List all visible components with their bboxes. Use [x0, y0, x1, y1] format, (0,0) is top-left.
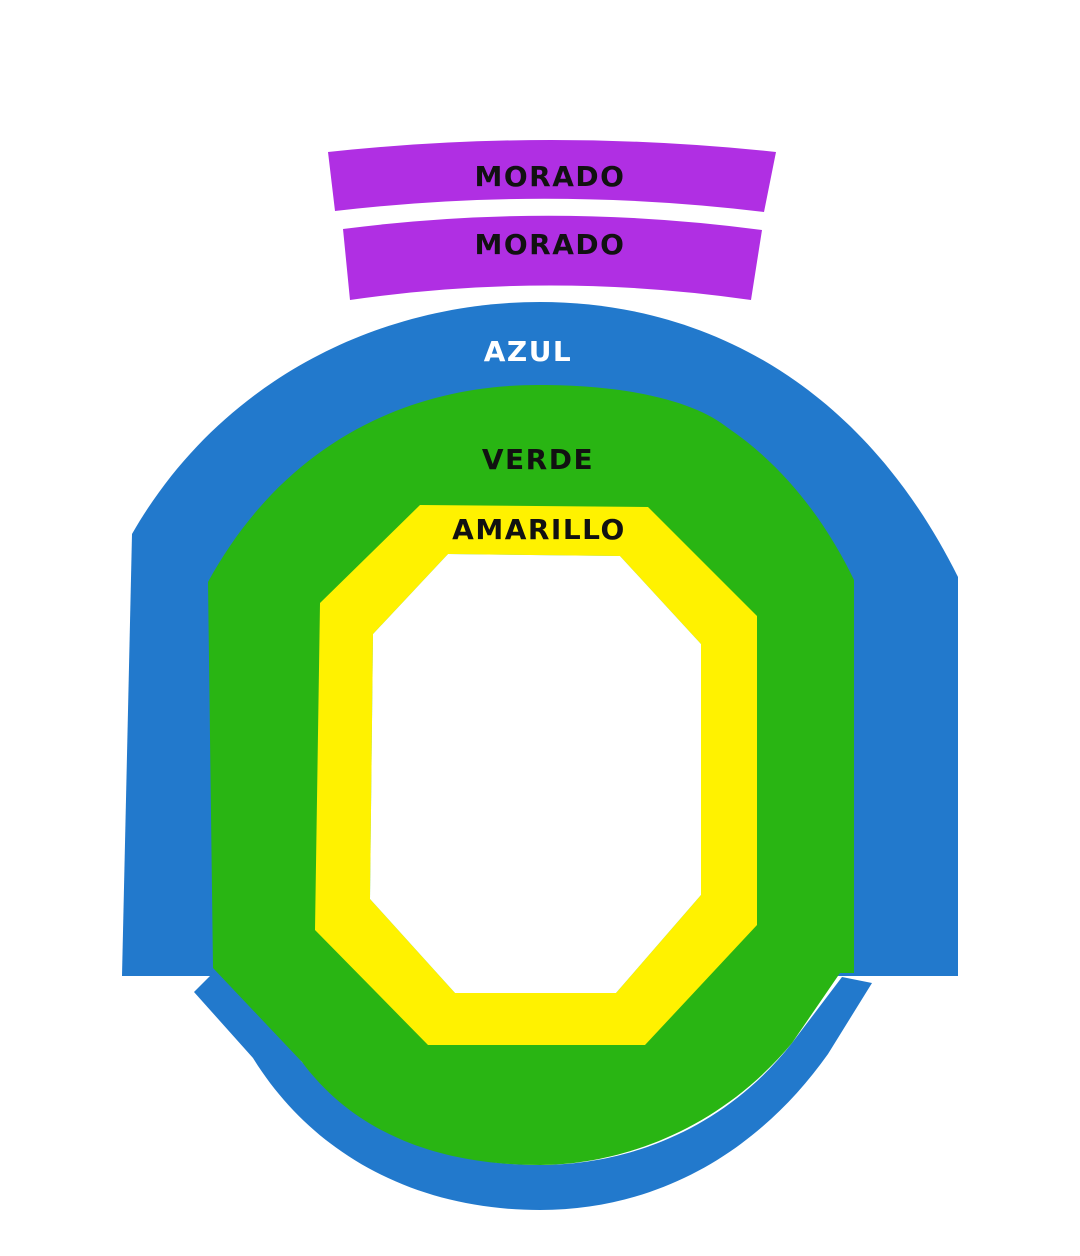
field: [370, 554, 701, 993]
section-azul-bottom[interactable]: [194, 964, 872, 1210]
section-morado-lower[interactable]: [343, 215, 762, 300]
section-morado-upper[interactable]: [328, 140, 776, 212]
